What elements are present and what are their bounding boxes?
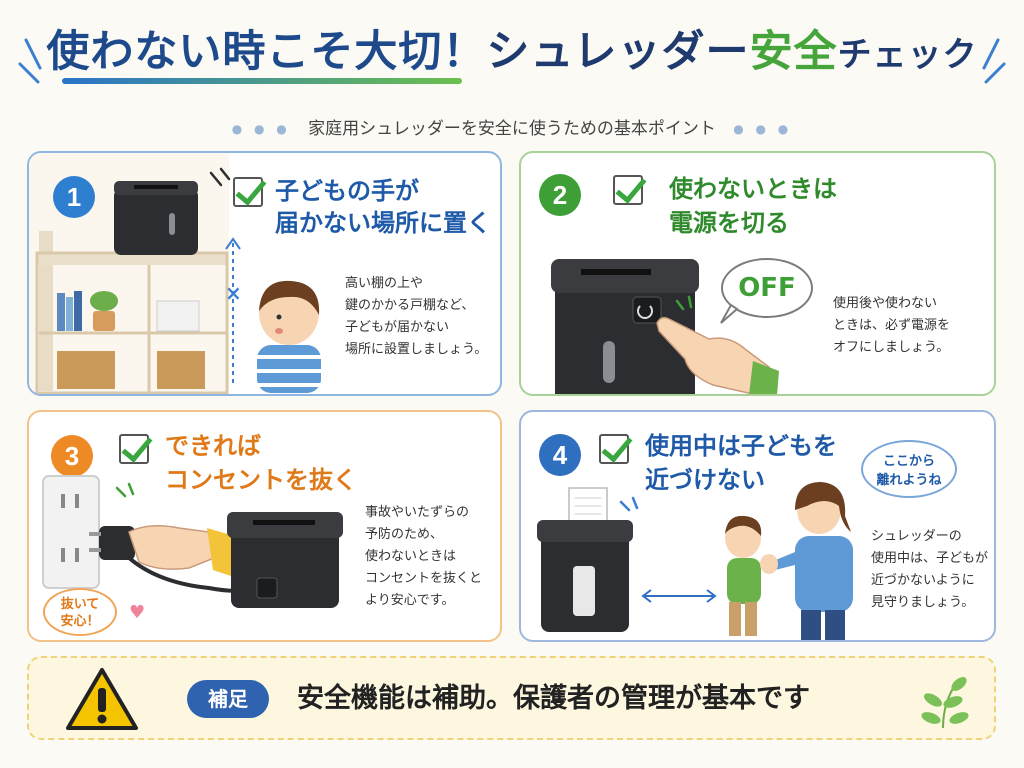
subtitle: 家庭用シュレッダーを安全に使うための基本ポイント bbox=[308, 119, 716, 139]
card-3-heading-line2: コンセントを抜く bbox=[165, 466, 357, 494]
dots-right: ● ● ● bbox=[733, 122, 793, 136]
card-3-body-line: 事故やいたずらの bbox=[365, 505, 470, 520]
card-1-body-line: 場所に設置しましょう。 bbox=[345, 342, 488, 357]
card-1-heading-line2: 届かない場所に置く bbox=[275, 209, 491, 237]
card-4-body-line: 見守りましょう。 bbox=[871, 595, 975, 610]
supplement-badge: 補足 bbox=[187, 680, 269, 718]
card-1-body-line: 子どもが届かない bbox=[345, 320, 450, 335]
card-4-heading-line2: 近づけない bbox=[645, 466, 765, 494]
leaf-icon bbox=[921, 677, 969, 729]
warning-bubble: ここから 離れようね bbox=[861, 440, 957, 498]
power-icon bbox=[637, 303, 653, 319]
footer-note: 補足 安全機能は補助。保護者の管理が基本です bbox=[27, 656, 996, 740]
card-2-heading-line2: 電源を切る bbox=[669, 209, 789, 237]
card-4-heading-line1: 使用中は子どもを bbox=[645, 432, 837, 460]
card-1-heading-line1: 子どもの手が bbox=[275, 177, 419, 205]
check-icon bbox=[233, 177, 263, 207]
card-4-body-line: シュレッダーの bbox=[871, 529, 962, 544]
bubble-tail bbox=[720, 303, 739, 324]
title-part-4: チェック bbox=[837, 35, 978, 75]
unplug-bubble-line: 安心！ bbox=[60, 614, 100, 629]
check-icon bbox=[119, 434, 149, 464]
card-3-body: 事故やいたずらの 予防のため、 使わないときは コンセントを抜くと より安心です… bbox=[365, 502, 482, 612]
unplug-bubble: 抜いて 安心！ bbox=[43, 588, 117, 636]
card-1-body-line: 鍵のかかる戸棚など、 bbox=[345, 298, 475, 313]
title-part-1: 使わない時こそ大切！ bbox=[46, 27, 487, 77]
card-2-body: 使用後や使わない ときは、必ず電源を オフにしましょう。 bbox=[833, 293, 950, 359]
subtitle-row: ● ● ● 家庭用シュレッダーを安全に使うための基本ポイント ● ● ● bbox=[0, 114, 1024, 142]
card-2-body-line: ときは、必ず電源を bbox=[833, 318, 951, 333]
card-2-heading-line1: 使わないときは bbox=[669, 175, 837, 203]
card-3-heading-line1: できれば bbox=[165, 432, 261, 460]
shelf-illustration bbox=[29, 153, 229, 394]
dots-left: ● ● ● bbox=[231, 122, 291, 136]
distance-arrow bbox=[641, 589, 717, 603]
card-4: 4 使用中は子どもを 近づけない ここから 離れようね bbox=[519, 410, 996, 642]
step-number-1: 1 bbox=[53, 176, 95, 218]
card-3-body-line: 使わないときは bbox=[365, 549, 457, 564]
shredder-illustration bbox=[537, 487, 633, 632]
card-4-body-line: 近づかないように bbox=[871, 573, 975, 588]
shredder-illustration bbox=[551, 259, 699, 394]
warning-icon bbox=[66, 668, 138, 730]
check-icon bbox=[613, 175, 643, 205]
title-part-2: シュレッダー bbox=[486, 27, 750, 77]
page-title: 使わない時こそ大切！シュレッダー安全チェック bbox=[0, 22, 1024, 102]
title-underline bbox=[62, 78, 462, 84]
child-parent-illustration bbox=[725, 482, 853, 640]
attention-marks bbox=[209, 167, 231, 187]
attention-marks bbox=[675, 295, 693, 311]
child-illustration bbox=[257, 280, 321, 393]
shredder-illustration bbox=[227, 512, 343, 608]
warning-bubble-line: ここから bbox=[882, 454, 935, 469]
unplug-bubble-line: 抜いて bbox=[60, 597, 100, 612]
card-2-body-line: 使用後や使わない bbox=[833, 296, 938, 311]
attention-marks bbox=[115, 482, 135, 498]
card-1: 1 子どもの手が 届かない場所に置く × 高い棚の上や 鍵のかかる戸棚など、 子… bbox=[27, 151, 502, 396]
attention-marks bbox=[619, 496, 639, 512]
card-3-body-line: 予防のため、 bbox=[365, 527, 444, 542]
cross-mark: × bbox=[225, 281, 242, 305]
step-number-4: 4 bbox=[539, 434, 581, 476]
heart-icon: ♥ bbox=[129, 602, 146, 623]
card-3-body-line: コンセントを抜くと bbox=[365, 571, 483, 586]
card-3: 3 できれば コンセントを抜く 抜いて 安心！ ♥ 事故やいたずらの 予防のため… bbox=[27, 410, 502, 642]
title-decoration-right bbox=[982, 38, 1006, 84]
card-4-body: シュレッダーの 使用中は、子どもが 近づかないように 見守りましょう。 bbox=[871, 526, 988, 614]
card-4-body-line: 使用中は、子どもが bbox=[871, 551, 989, 566]
title-part-3: 安全 bbox=[749, 27, 838, 77]
title-decoration-left bbox=[18, 38, 42, 84]
off-bubble: OFF bbox=[721, 258, 813, 318]
card-2-body-line: オフにしましょう。 bbox=[833, 340, 950, 355]
pointing-hand bbox=[656, 316, 779, 394]
card-3-body-line: より安心です。 bbox=[365, 593, 455, 608]
card-2: 2 使わないときは 電源を切る OFF 使用後や使わない ときは、必ず電源を オ… bbox=[519, 151, 996, 396]
reach-arrow bbox=[225, 237, 241, 383]
warning-bubble-line: 離れようね bbox=[876, 473, 942, 488]
step-number-3: 3 bbox=[51, 435, 93, 477]
footer-text: 安全機能は補助。保護者の管理が基本です bbox=[297, 683, 810, 714]
card-1-body-line: 高い棚の上や bbox=[345, 276, 424, 291]
card-1-body: 高い棚の上や 鍵のかかる戸棚など、 子どもが届かない 場所に設置しましょう。 bbox=[345, 273, 487, 361]
step-number-2: 2 bbox=[539, 174, 581, 216]
check-icon bbox=[599, 434, 629, 464]
